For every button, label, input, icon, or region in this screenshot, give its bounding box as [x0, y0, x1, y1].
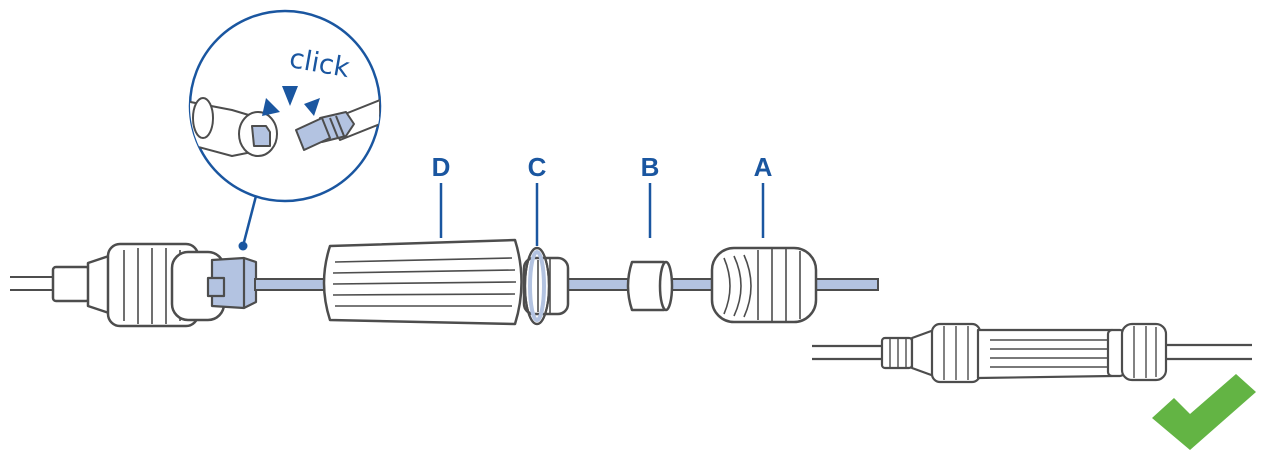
label-b: B — [641, 152, 660, 182]
callout-leader — [238, 195, 258, 251]
click-arrows — [262, 86, 320, 116]
assembled-connector — [812, 322, 1252, 384]
label-d: D — [432, 152, 451, 182]
part-a-cap — [710, 246, 818, 324]
rj45-plug — [206, 256, 258, 310]
part-d-housing — [322, 238, 570, 326]
zoom-callout: click — [188, 9, 382, 203]
checkmark-icon — [1152, 374, 1256, 450]
label-c: C — [528, 152, 547, 182]
camera-connector — [51, 242, 226, 328]
label-leaders — [439, 183, 765, 246]
part-b-seal — [626, 260, 674, 312]
label-a: A — [754, 152, 773, 182]
part-c-ring — [523, 246, 551, 326]
left-cable — [10, 276, 55, 291]
